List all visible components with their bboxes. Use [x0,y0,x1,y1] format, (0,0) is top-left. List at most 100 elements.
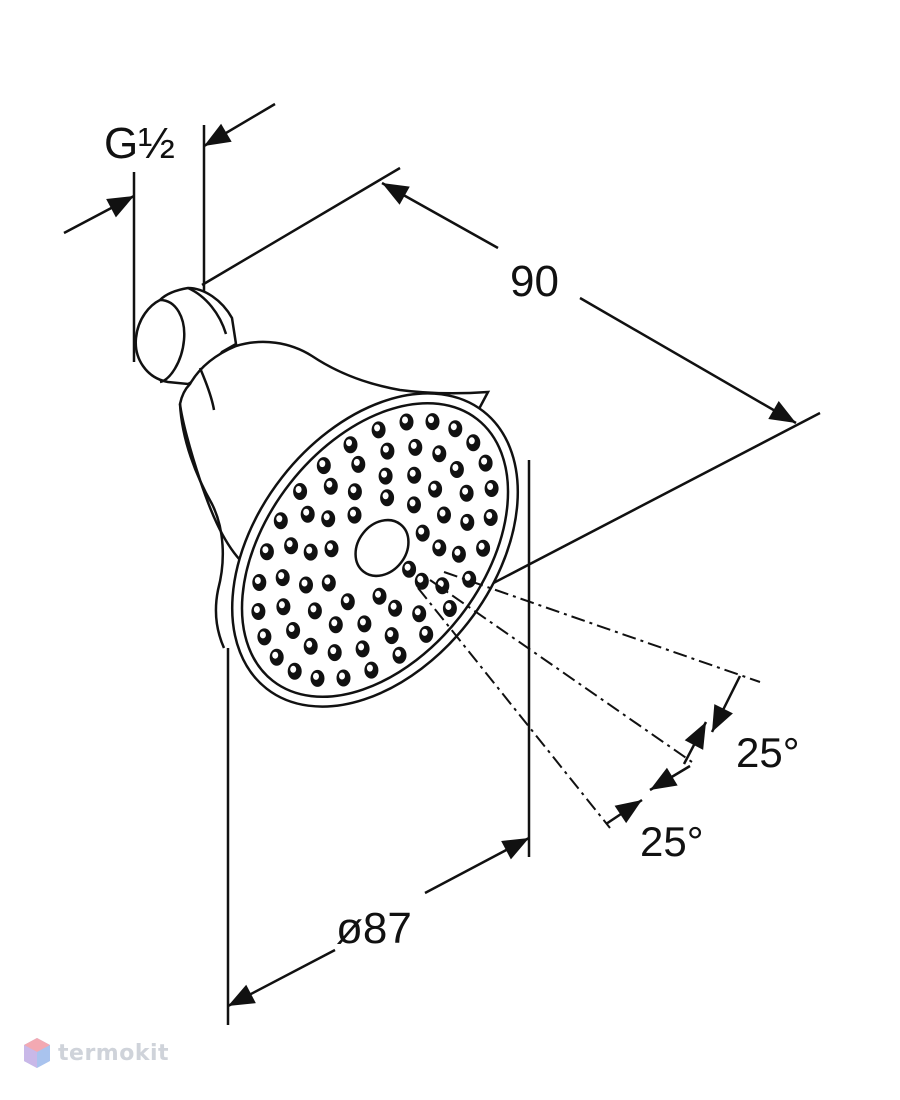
nozzle-highlight [382,445,389,453]
diameter-arrow-left [227,948,336,1008]
nozzle-highlight [402,416,408,424]
neck-seam [198,367,216,411]
nozzle-highlight [290,665,297,673]
face-rim-inner [240,402,510,698]
nozzle-highlight [462,516,469,524]
nozzle-highlight [414,608,421,616]
nozzle-highlight [409,499,416,507]
diameter-dimension [226,460,531,1025]
ball-joint-ring [187,286,228,335]
spray-angle-lines [417,571,761,829]
thread-dimension [63,102,276,362]
nozzle-highlight [313,672,319,680]
depth-extension-bottom [479,411,821,592]
nozzle-highlight [464,573,471,581]
nozzle-highlight [350,509,356,517]
nozzle-highlight [276,515,283,523]
watermark: termokit [22,1036,169,1070]
ball-joint-edge [159,298,186,384]
thread-label: G½ [104,119,175,168]
body-contour [178,403,226,649]
termokit-logo-icon [24,1038,50,1068]
nozzle-highlight [259,631,266,639]
nozzle-highlight [481,457,488,465]
nozzle-highlight [324,577,331,585]
nozzle-highlight [295,486,302,493]
nozzle-highlight [404,563,411,571]
nozzle-highlight [409,469,416,477]
nozzle-highlight [434,542,441,550]
spray-line-upper [443,571,761,683]
nozzle-highlight [319,460,326,468]
nozzle-highlight [339,672,345,680]
nozzle-highlight [430,483,437,491]
depth-arrow-front [579,296,797,425]
nozzle-highlight [359,618,366,626]
nozzle-highlight [286,540,293,548]
nozzle-highlight [468,437,475,445]
nozzle-highlight [272,651,279,659]
nozzle-highlight [417,575,424,583]
depth-dimension [201,166,821,592]
angle-label-lower: 25° [640,818,704,865]
angle-arrows [605,675,742,826]
nozzle-highlight [434,448,441,456]
lower-angle-arrow-bottom [605,798,643,826]
depth-extension-top [201,166,401,287]
nozzle-highlight [390,602,397,610]
shower-head [134,286,520,708]
spray-line-middle [429,579,693,763]
nozzle-highlight [410,441,417,449]
nozzle-highlight [350,486,357,494]
nozzle-highlight [382,492,389,500]
nozzle-highlight [278,572,285,580]
nozzle-highlight [253,606,260,613]
nozzle-highlight [310,605,317,613]
center-disc [354,518,410,578]
nozzle-highlight [306,640,313,648]
nozzle-highlight [395,649,401,657]
nozzle-highlight [452,464,459,471]
nozzle-highlight [343,596,350,604]
nozzle-highlight [486,512,493,519]
spray-line-lower [417,587,611,829]
nozzle-highlight [254,577,261,584]
nozzle-highlight [346,439,352,447]
nozzle-highlight [288,625,295,632]
depth-arrow-back [381,181,499,250]
nozzle-highlight [462,487,469,495]
nozzle-highlight [478,542,485,550]
nozzle-highlight [358,643,365,651]
nozzle-highlight [366,664,373,672]
nozzle-highlight [454,548,461,556]
diameter-arrow-right [424,836,530,895]
nozzle-pattern [251,413,499,687]
nozzle-highlight [306,546,313,554]
nozzle-highlight [381,470,388,478]
nozzle-highlight [487,483,494,490]
nozzle-highlight [418,527,425,535]
nozzle-highlight [439,509,446,517]
nozzle-highlight [374,424,381,432]
upper-angle-arrow-bottom [682,721,708,765]
nozzle-highlight [301,579,308,587]
nozzle-highlight [278,601,285,609]
nozzle-highlight [450,423,457,431]
thread-arrow-right [203,102,276,148]
nozzle-highlight [445,603,452,610]
nozzle-highlight [375,590,381,598]
nozzle-highlight [387,630,394,638]
nozzle-highlight [326,480,333,488]
nozzle-highlight [323,513,330,521]
lower-angle-arrow-top [649,764,691,792]
diameter-label: ø87 [336,904,412,953]
watermark-text: termokit [58,1040,170,1066]
nozzle-highlight [353,458,360,466]
nozzle-highlight [428,416,434,424]
thread-arrow-left [63,194,135,235]
nozzle-highlight [421,628,428,636]
depth-label: 90 [510,257,559,306]
nozzle-highlight [327,543,333,551]
